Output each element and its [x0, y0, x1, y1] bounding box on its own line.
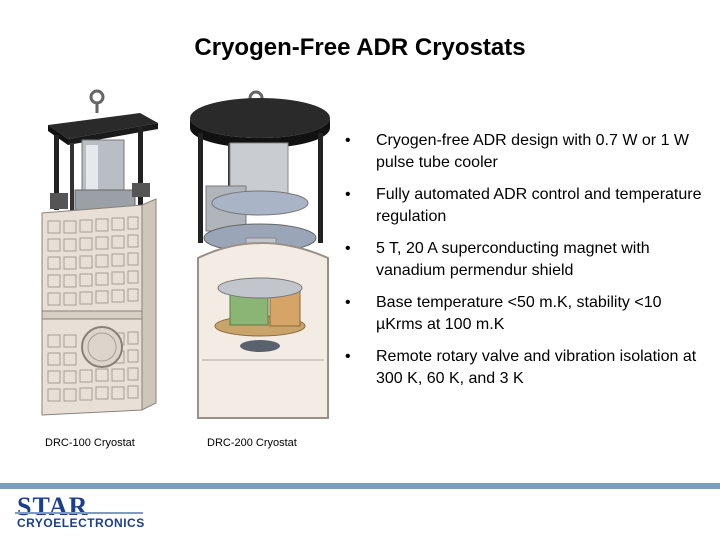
drc-100-caption: DRC-100 Cryostat: [45, 437, 135, 449]
logo-underline: [15, 512, 143, 514]
footer-rule: [0, 483, 720, 489]
bullet-marker: •: [345, 294, 351, 311]
feature-item: • Base temperature <50 m.K, stability <10…: [345, 292, 705, 336]
feature-item: • Fully automated ADR control and tempera…: [345, 184, 705, 228]
slide-title: Cryogen-Free ADR Cryostats: [194, 34, 526, 61]
feature-text: Remote rotary valve and vibration isolat…: [376, 348, 697, 387]
logo-subtitle: CRYOELECTRONICS: [17, 516, 145, 530]
bullet-marker: •: [345, 348, 351, 365]
feature-item: • Cryogen-free ADR design with 0.7 W or 1…: [345, 130, 705, 174]
bullet-marker: •: [345, 186, 351, 203]
feature-text: Fully automated ADR control and temperat…: [376, 186, 702, 225]
bullet-marker: •: [345, 240, 351, 257]
feature-item: • 5 T, 20 A superconducting magnet with v…: [345, 238, 705, 282]
bullet-marker: •: [345, 132, 351, 149]
feature-list: • Cryogen-free ADR design with 0.7 W or 1…: [345, 130, 705, 400]
drc-200-caption: DRC-200 Cryostat: [207, 437, 297, 449]
feature-text: Cryogen-free ADR design with 0.7 W or 1 …: [376, 132, 690, 171]
feature-text: Base temperature <50 m.K, stability <10 …: [376, 294, 662, 333]
drc-200-cryostat-image: [190, 90, 330, 419]
feature-text: 5 T, 20 A superconducting magnet with va…: [376, 240, 650, 279]
star-cryoelectronics-logo: STAR CRYOELECTRONICS: [15, 494, 145, 534]
drc-100-cryostat-image: [41, 89, 158, 416]
feature-item: • Remote rotary valve and vibration isola…: [345, 346, 705, 390]
logo-name: STAR: [17, 492, 89, 521]
